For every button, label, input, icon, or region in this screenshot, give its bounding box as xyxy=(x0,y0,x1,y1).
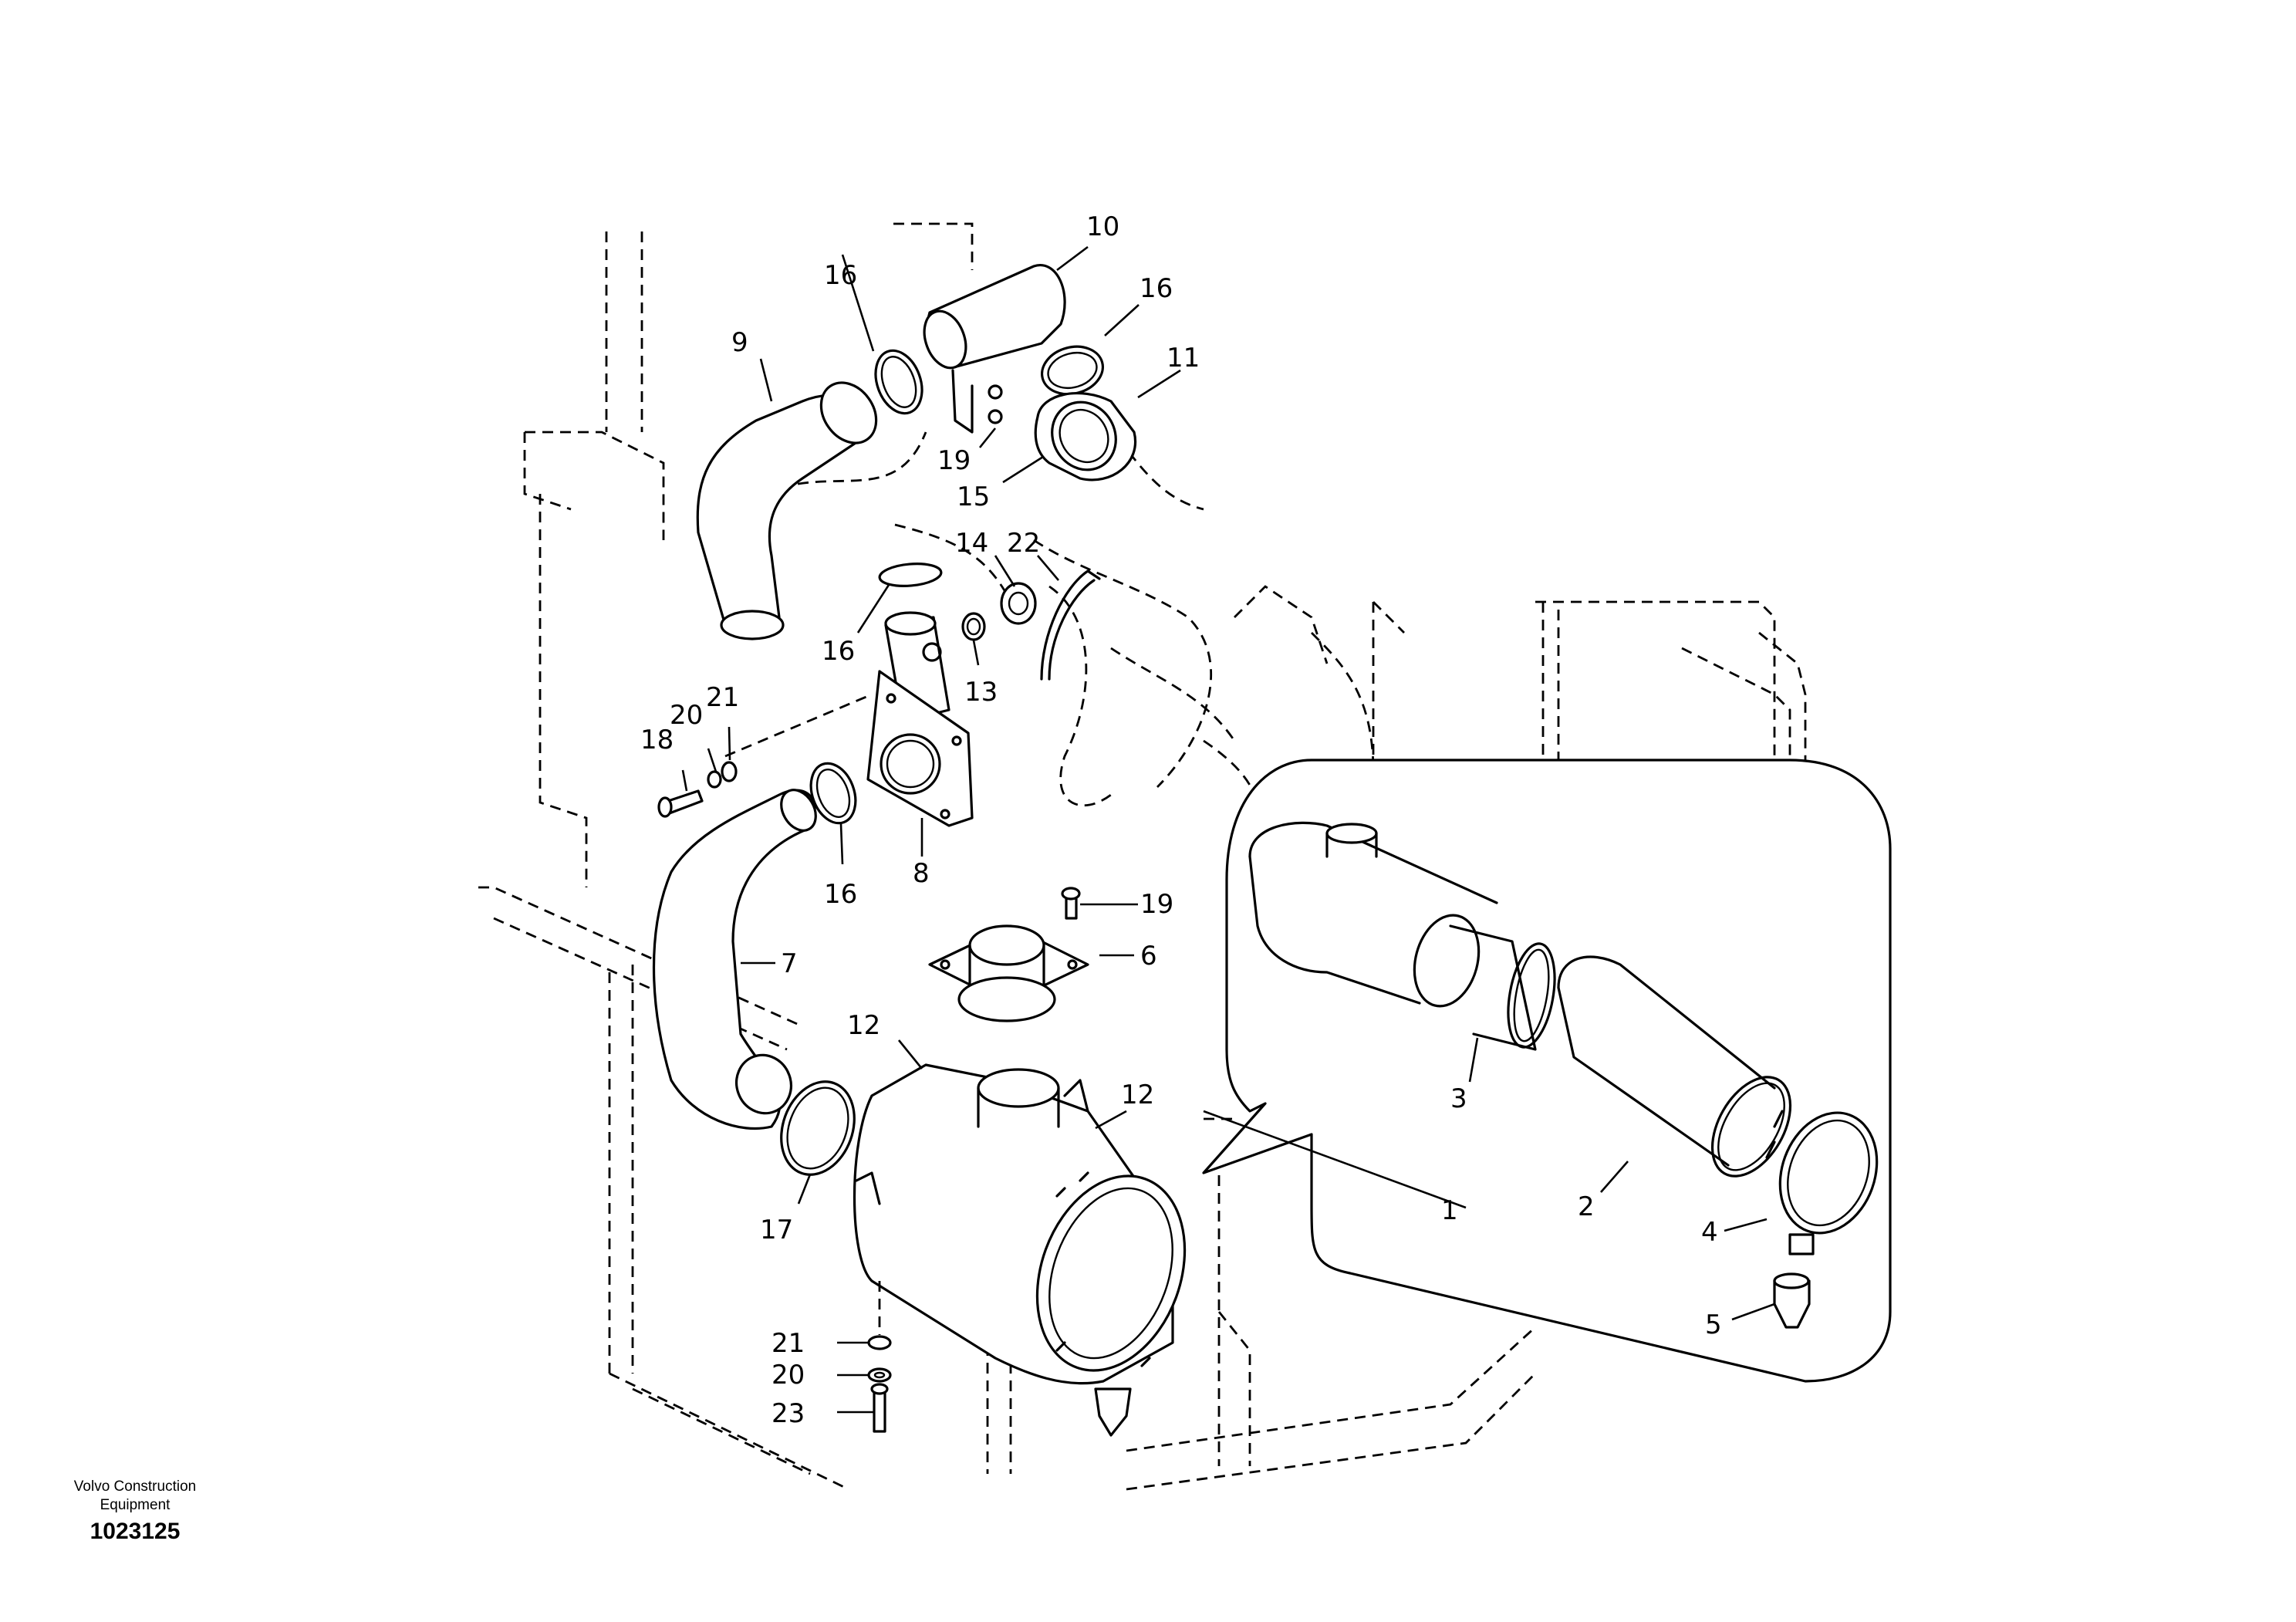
callout-19-lower: 19 xyxy=(1140,889,1173,920)
callout-13: 13 xyxy=(964,677,998,708)
company-line-1: Volvo Construction xyxy=(73,1478,197,1495)
hose-7 xyxy=(652,789,817,1130)
adapter-6 xyxy=(928,887,1089,1022)
callout-16-upper-left: 16 xyxy=(824,260,857,291)
callout-22: 22 xyxy=(1007,528,1040,559)
callout-2: 2 xyxy=(1578,1191,1595,1222)
grommet-14 xyxy=(1000,582,1037,625)
callout-17: 17 xyxy=(760,1215,793,1245)
hose-22 xyxy=(1040,569,1101,681)
callout-21-upper: 21 xyxy=(706,682,739,713)
clamp-16-upper-left xyxy=(874,349,923,415)
callout-16-lower: 16 xyxy=(824,879,857,910)
callout-15: 15 xyxy=(957,482,990,512)
elbow-11 xyxy=(1034,392,1137,482)
company-caption: Volvo Construction Equipment xyxy=(46,1478,224,1515)
drawing-number: 1023125 xyxy=(89,1519,181,1544)
bolt-18-group xyxy=(657,761,738,818)
callout-21-lower: 21 xyxy=(772,1328,805,1359)
callout-6: 6 xyxy=(1140,941,1157,972)
background-frame-outline xyxy=(478,222,1807,1491)
air-filter-housing xyxy=(853,1063,1187,1437)
clamp-16-upper-right xyxy=(1040,345,1105,396)
callout-7: 7 xyxy=(781,948,798,979)
company-line-2: Equipment xyxy=(100,1497,171,1513)
callout-18: 18 xyxy=(640,725,674,755)
leader-lines xyxy=(681,245,1775,1414)
exploded-view-bubble xyxy=(1202,759,1892,1383)
callout-11: 11 xyxy=(1167,343,1200,373)
bolt-23-group xyxy=(867,1281,892,1433)
callout-12-right: 12 xyxy=(1121,1080,1154,1110)
grommet-13 xyxy=(961,612,986,641)
callout-14: 14 xyxy=(955,528,988,559)
callout-23: 23 xyxy=(772,1398,805,1429)
callout-16-upper-right: 16 xyxy=(1140,273,1173,304)
callout-12-left: 12 xyxy=(847,1010,880,1041)
callout-5: 5 xyxy=(1705,1309,1722,1340)
callout-4: 4 xyxy=(1701,1217,1718,1248)
pipe-10 xyxy=(923,264,1066,434)
clamp-17 xyxy=(780,1080,856,1176)
callout-1: 1 xyxy=(1441,1195,1458,1226)
callout-20-upper: 20 xyxy=(670,700,703,731)
pipe-9 xyxy=(696,381,878,640)
callout-numbers: 1 2 3 4 5 6 7 8 9 10 11 12 12 13 14 15 1… xyxy=(640,211,1722,1429)
callout-3: 3 xyxy=(1450,1083,1467,1114)
callout-20-lower: 20 xyxy=(772,1360,805,1391)
callout-19-upper: 19 xyxy=(937,445,971,476)
callout-9: 9 xyxy=(731,327,748,358)
clamp-16-middle xyxy=(878,563,943,587)
inlet-flange-8 xyxy=(866,611,974,827)
callout-10: 10 xyxy=(1086,211,1119,242)
callout-16-middle: 16 xyxy=(822,636,855,667)
callout-8: 8 xyxy=(913,858,930,889)
